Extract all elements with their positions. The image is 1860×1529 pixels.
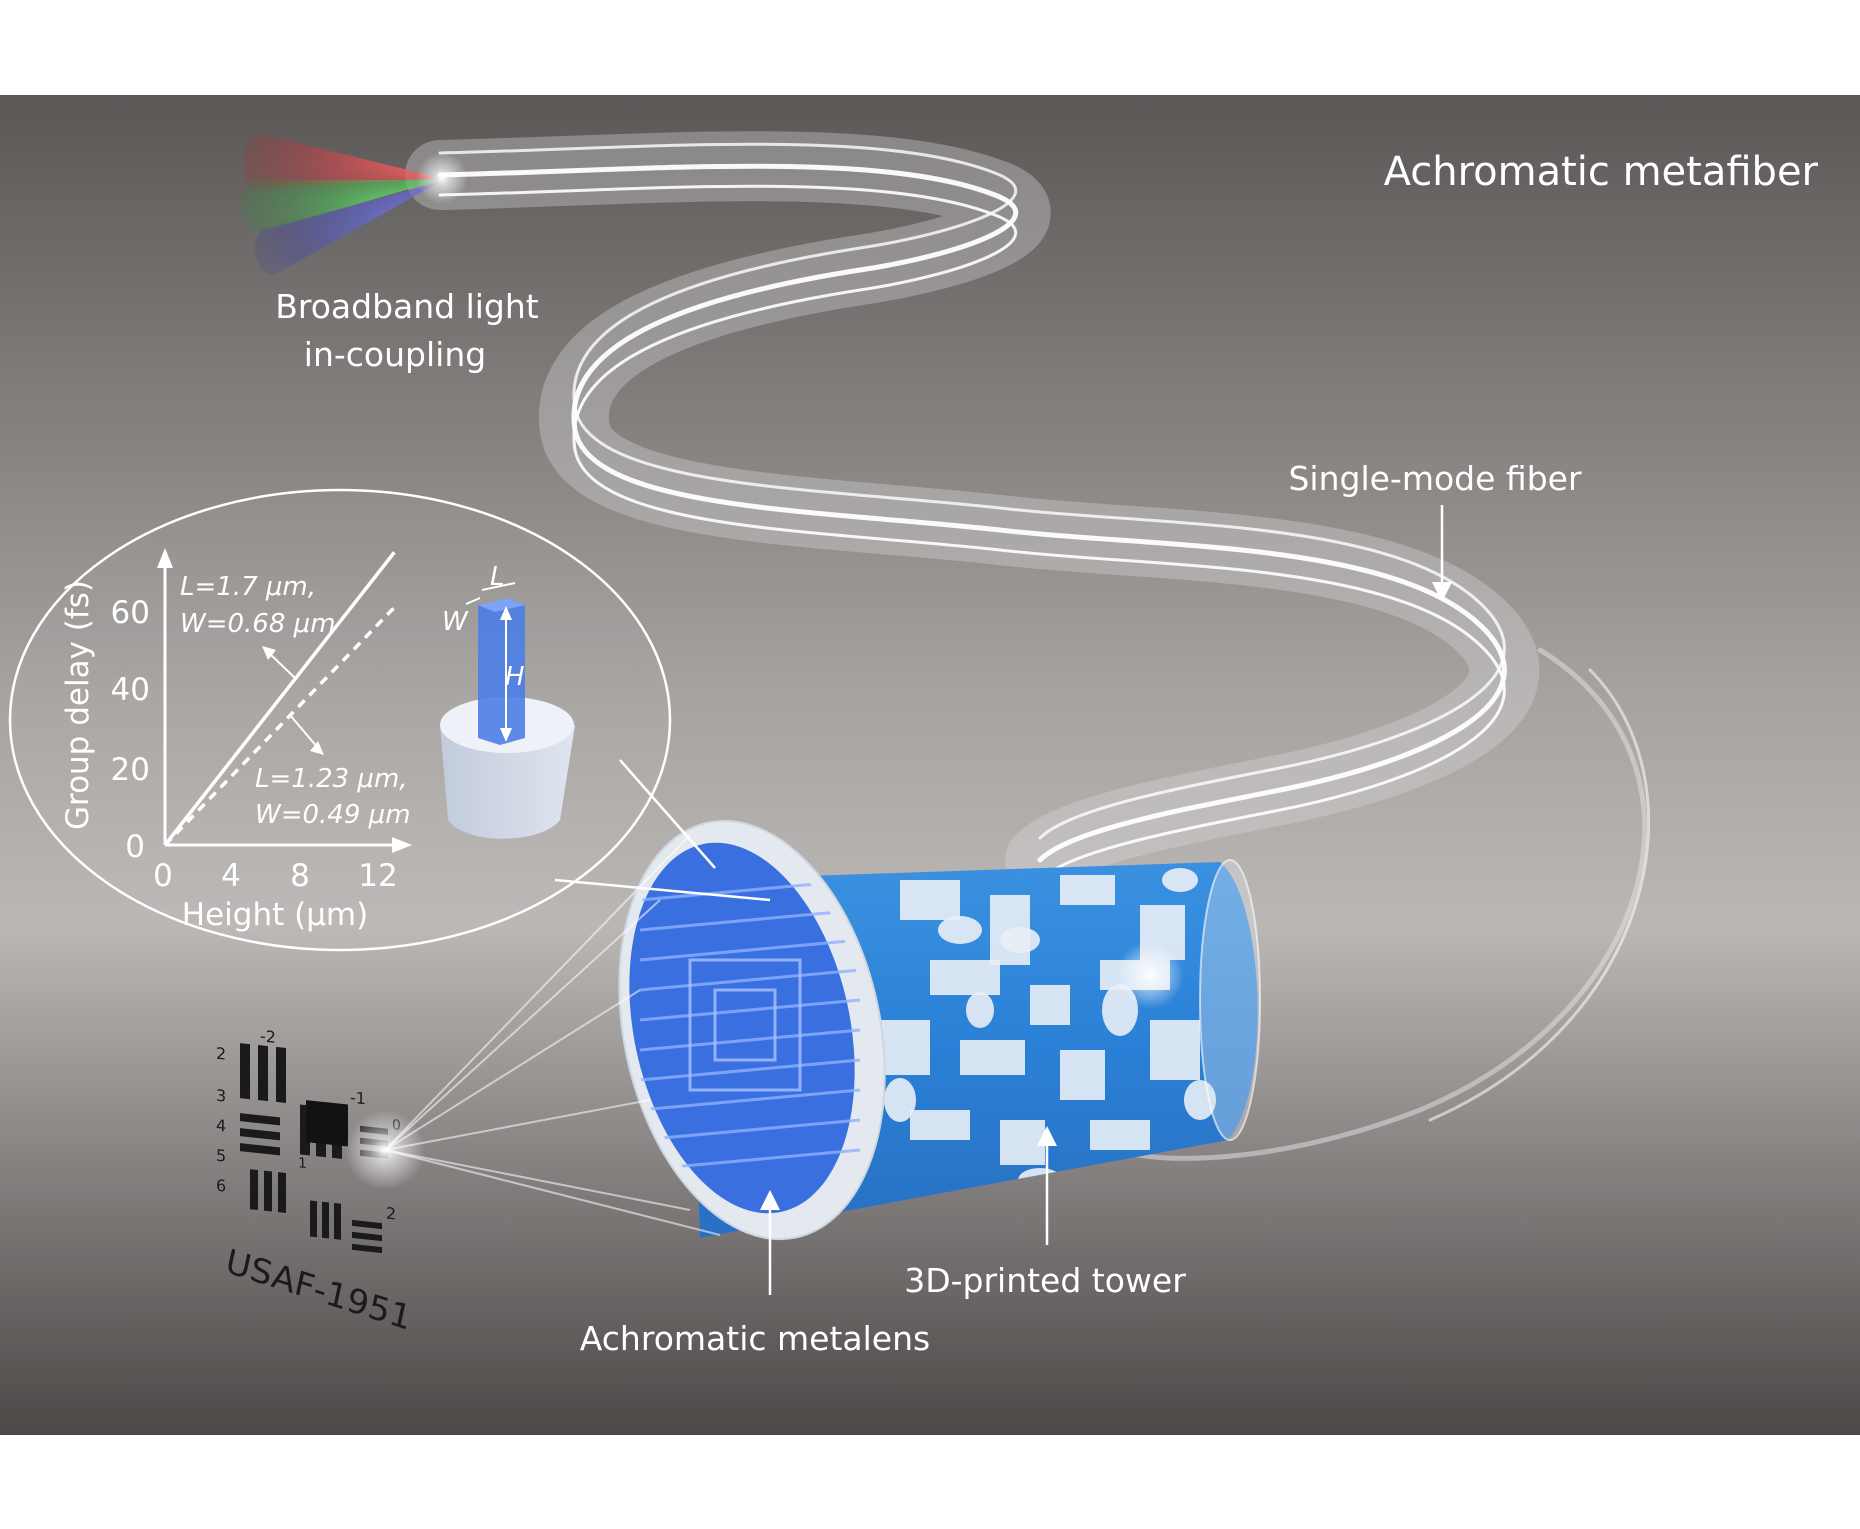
single-mode-fiber xyxy=(405,131,1651,1161)
pillar-label-W: W xyxy=(442,607,469,637)
usaf-num-6: 6 xyxy=(216,1176,226,1196)
usaf-num-1: 1 xyxy=(298,1155,307,1172)
usaf-num-5: 5 xyxy=(216,1146,226,1166)
xtick-12: 12 xyxy=(358,858,397,894)
series-label-l123-w: W=0.49 μm xyxy=(255,800,411,830)
series-label-l17-l: L=1.7 μm, xyxy=(180,572,316,602)
single-mode-fiber-label: Single-mode fiber xyxy=(1288,459,1581,498)
nanopillar-illustration: L W H xyxy=(440,562,575,839)
red-beam xyxy=(243,132,440,190)
broadband-label-line1: Broadband light xyxy=(275,287,539,326)
fiber-joint-flare xyxy=(1116,941,1184,1009)
annotation-arrow-lower xyxy=(289,714,319,749)
annotation-arrow-upper xyxy=(267,651,296,679)
green-beam xyxy=(240,180,440,234)
target-flare xyxy=(345,1110,425,1190)
usaf-num-2: 2 xyxy=(216,1044,226,1064)
xtick-8: 8 xyxy=(290,858,310,894)
pedestal xyxy=(440,725,575,839)
broadband-label-line2: in-coupling xyxy=(304,335,486,374)
blue-beam xyxy=(254,182,440,276)
annotation-arrowhead-upper xyxy=(262,646,276,660)
usaf-num-3: 3 xyxy=(216,1086,226,1106)
series-label-l123-l: L=1.23 μm, xyxy=(255,764,408,794)
series-line-l123 xyxy=(163,606,396,847)
metalens-label: Achromatic metalens xyxy=(580,1319,930,1358)
ytick-20: 20 xyxy=(111,752,150,788)
series-label-l17-w: W=0.68 μm xyxy=(180,609,336,639)
input-flare xyxy=(416,152,468,204)
pillar-label-H: H xyxy=(505,662,525,692)
chart-y-axis-arrow xyxy=(157,548,173,568)
chart-ylabel: Group delay (fs) xyxy=(60,580,96,830)
ytick-40: 40 xyxy=(111,672,150,708)
chart-xlabel: Height (μm) xyxy=(182,897,368,933)
metalens-face xyxy=(618,819,886,1241)
pillar-label-L: L xyxy=(490,562,505,592)
chart-x-axis-arrow xyxy=(392,837,412,853)
usaf-num-2b: 2 xyxy=(386,1204,396,1224)
pillar xyxy=(478,598,525,745)
label-pointers xyxy=(760,505,1452,1295)
usaf-num-minus1: -1 xyxy=(350,1088,366,1109)
broadband-light-beams xyxy=(240,132,468,276)
usaf-num-4: 4 xyxy=(216,1116,226,1136)
series-line-l17 xyxy=(163,551,396,847)
ytick-0: 0 xyxy=(125,829,145,865)
xtick-4: 4 xyxy=(221,858,241,894)
focusing-rays xyxy=(384,834,721,1236)
group-delay-chart: 60 40 20 0 0 4 8 12 Group delay (fs) Hei… xyxy=(60,548,412,933)
xtick-0: 0 xyxy=(153,858,173,894)
printed-tower-label: 3D-printed tower xyxy=(904,1261,1186,1300)
usaf-num-minus2: -2 xyxy=(260,1026,276,1047)
figure-title: Achromatic metafiber xyxy=(1384,149,1819,195)
annotation-arrowhead-lower xyxy=(310,741,324,755)
ytick-60: 60 xyxy=(111,595,150,631)
